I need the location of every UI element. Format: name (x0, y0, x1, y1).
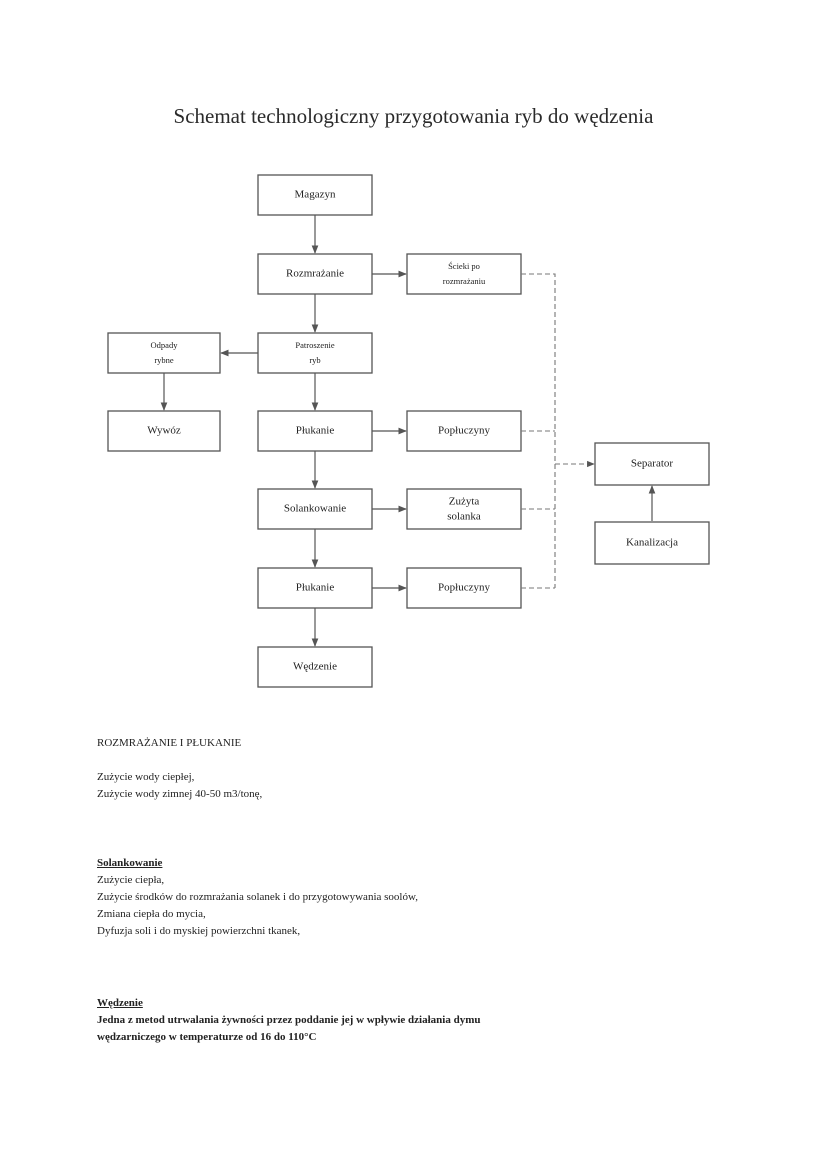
svg-text:solanka: solanka (447, 511, 481, 523)
node-kanalizacja: Kanalizacja (594, 521, 710, 565)
svg-text:rybne: rybne (154, 355, 174, 365)
node-popluczyny-2: Popłuczyny (406, 567, 522, 609)
node-solankowanie: Solankowanie (257, 488, 373, 530)
node-rozmrazanie: Rozmrażanie (257, 253, 373, 295)
section-line: Zużycie wody ciepłej, (97, 771, 195, 783)
svg-text:Separator: Separator (631, 458, 673, 470)
section-line: Zużycie środków do rozmrażania solanek i… (97, 891, 418, 903)
diagram-title: Schemat technologiczny przygotowania ryb… (173, 104, 654, 128)
section-wedzenie: Wędzenie Jedna z metod utrwalania żywnoś… (97, 995, 737, 1046)
node-plukanie-2: Płukanie (257, 567, 373, 609)
node-separator: Separator (594, 442, 710, 486)
section-line: Zużycie ciepła, (97, 874, 165, 886)
svg-text:Rozmrażanie: Rozmrażanie (286, 268, 344, 280)
svg-text:Popłuczyny: Popłuczyny (438, 425, 490, 437)
svg-text:Wywóz: Wywóz (147, 425, 181, 437)
node-zuzyta-solanka: Zużyta solanka (406, 488, 522, 530)
section-line: wędzarniczego w temperaturze od 16 do 11… (97, 1031, 317, 1043)
node-popluczyny-1: Popłuczyny (406, 410, 522, 452)
node-odpady-rybne: Odpady rybne (107, 332, 221, 374)
svg-text:Zużyta: Zużyta (449, 496, 480, 508)
collector-scieki (521, 273, 556, 588)
node-patroszenie: Patroszenie ryb (257, 332, 373, 374)
svg-text:Solankowanie: Solankowanie (284, 503, 346, 515)
node-scieki-po-rozmrazaniu: Ścieki po rozmrażaniu (406, 253, 522, 295)
node-wedzenie: Wędzenie (257, 646, 373, 688)
node-wywoz: Wywóz (107, 410, 221, 452)
svg-text:Ścieki po: Ścieki po (448, 261, 480, 271)
section-line: Zmiana ciepła do mycia, (97, 908, 206, 920)
svg-text:Patroszenie: Patroszenie (295, 340, 334, 350)
process-flowchart: Magazyn Rozmrażanie Patroszenie ryb Płuk… (107, 174, 710, 688)
svg-text:rozmrażaniu: rozmrażaniu (443, 276, 486, 286)
svg-text:Płukanie: Płukanie (296, 582, 335, 594)
section-heading: Solankowanie (97, 857, 163, 869)
section-heading: ROZMRAŻANIE I PŁUKANIE (97, 737, 242, 749)
svg-text:Odpady: Odpady (151, 340, 179, 350)
section-line: Zużycie wody zimnej 40-50 m3/tonę, (97, 788, 263, 800)
section-solankowanie: Solankowanie Zużycie ciepła, Zużycie śro… (97, 855, 737, 940)
svg-text:Magazyn: Magazyn (295, 189, 336, 201)
node-plukanie-1: Płukanie (257, 410, 373, 452)
svg-text:Kanalizacja: Kanalizacja (626, 537, 678, 549)
svg-text:Popłuczyny: Popłuczyny (438, 582, 490, 594)
svg-text:ryb: ryb (309, 355, 320, 365)
section-line: Jedna z metod utrwalania żywności przez … (97, 1014, 481, 1026)
node-magazyn: Magazyn (257, 174, 373, 216)
section-line: Dyfuzja soli i do myskiej powierzchni tk… (97, 925, 301, 937)
svg-text:Wędzenie: Wędzenie (293, 661, 337, 673)
section-heading: Wędzenie (97, 997, 143, 1009)
svg-text:Płukanie: Płukanie (296, 425, 335, 437)
section-rozmrazanie: ROZMRAŻANIE I PŁUKANIE Zużycie wody ciep… (97, 735, 737, 803)
